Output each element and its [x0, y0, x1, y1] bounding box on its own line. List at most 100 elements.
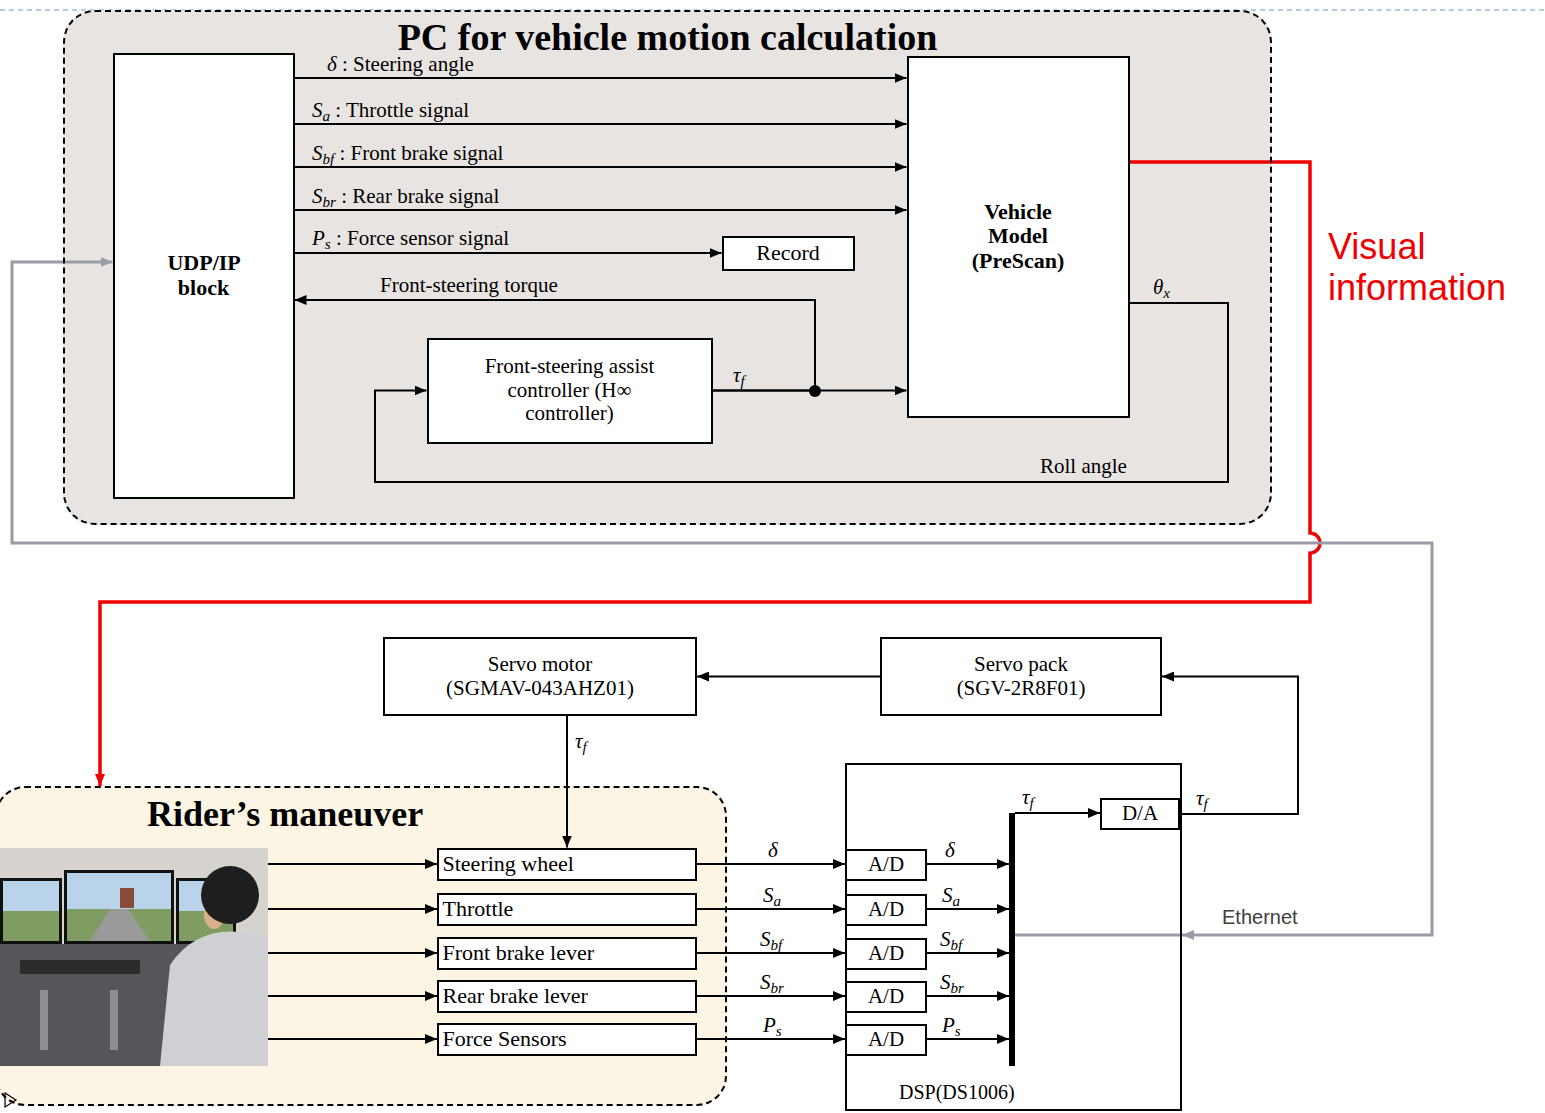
ad-converter: A/D [845, 894, 927, 926]
box-label: Record [756, 241, 820, 266]
slide-bullet [5, 1093, 16, 1107]
input-device-box: Throttle [437, 893, 697, 926]
text-word: Steering [443, 851, 516, 876]
box-label: Front brake lever [443, 941, 595, 966]
ad-converter: A/D [845, 938, 927, 970]
signal-label: τf [575, 730, 587, 756]
signal-arrow [295, 77, 907, 79]
text-word: Servo [488, 652, 537, 676]
text-word: controller) [525, 401, 614, 425]
text-space [493, 1026, 499, 1051]
symbol-subscript: a [953, 893, 961, 909]
symbol: P [312, 226, 325, 250]
symbol: τ [1196, 786, 1204, 810]
symbol: S [763, 883, 774, 907]
symbol-subscript: a [323, 108, 331, 124]
signal-wire [268, 1038, 437, 1040]
text-word: Model [988, 223, 1048, 248]
signal-wire [268, 863, 437, 865]
text-word: DSP(DS1006) [899, 1081, 1015, 1103]
symbol: τ [1022, 785, 1030, 809]
region-fill [0, 786, 727, 1106]
symbol: τ [733, 363, 741, 387]
text-word: A/D [868, 984, 904, 1008]
symbol: τ [575, 729, 583, 753]
signal-label: Sbr [760, 971, 784, 997]
signal-label: δ [945, 839, 955, 862]
signal-wire [927, 995, 1009, 997]
da-converter: D/A [1100, 798, 1180, 830]
symbol-subscript: s [955, 1023, 961, 1039]
signal-label: Sbr : Rear brake signal [312, 185, 499, 211]
text-word: UDP/IP [167, 250, 239, 275]
symbol-subscript: a [774, 893, 782, 909]
pc-region: PC for vehicle motion calculationUDP/IP … [63, 10, 1272, 525]
symbol: S [312, 98, 323, 122]
text-space [751, 16, 761, 58]
symbol-subscript: f [1030, 795, 1034, 811]
signal-label: τf [1196, 787, 1208, 813]
text-word: maneuver [269, 794, 423, 834]
signal-label: Sbf [760, 928, 782, 954]
input-device-box: Force Sensors [437, 1023, 697, 1056]
rider-photo [0, 848, 268, 1066]
symbol-subscript: s [776, 1023, 782, 1039]
text-word: block [178, 275, 229, 300]
symbol: S [760, 927, 771, 951]
box-label: A/D [868, 898, 904, 922]
box-label: Servo motor (SGMAV-043AHZ01) [438, 653, 643, 700]
text-word: brake [490, 983, 539, 1008]
box-label: Force Sensors [443, 1027, 567, 1052]
symbol-subscript: bf [323, 151, 335, 167]
box-label: Front-steering assist controller (H∞ con… [481, 355, 659, 426]
symbol: δ [945, 838, 955, 862]
signal-arrow [295, 252, 722, 254]
signal-label: Sbr [940, 971, 964, 997]
signal-label: θx [1153, 276, 1170, 302]
text-word: pack [1028, 652, 1068, 676]
symbol: P [763, 1013, 776, 1037]
box-label: A/D [868, 985, 904, 1009]
text-word: (SGMAV-043AHZ01) [446, 676, 634, 700]
text-word: A/D [868, 941, 904, 965]
signal-arrow [697, 863, 846, 865]
text-word: controller [507, 378, 589, 402]
vehicle-model-box: Vehicle Model (PreScan) [907, 56, 1130, 418]
input-device-box: Steering wheel [437, 848, 697, 881]
text-word: calculation [760, 16, 937, 58]
symbol: S [942, 883, 953, 907]
signal-arrow [697, 1038, 846, 1040]
text-word: D/A [1122, 801, 1158, 825]
symbol-subscript: x [1163, 285, 1170, 301]
signal-label: Sa : Throttle signal [312, 99, 469, 125]
signal-wire [268, 952, 437, 954]
signal-wire [927, 863, 1009, 865]
box-label: D/A [1122, 802, 1158, 826]
symbol: P [942, 1013, 955, 1037]
signal-label: Sa [942, 884, 960, 910]
signal-arrow [295, 166, 907, 168]
symbol-subscript: bf [771, 937, 783, 953]
region-fill [63, 10, 1272, 525]
text-word: (PreScan) [972, 248, 1064, 273]
text-space [260, 794, 269, 834]
text-word: motor [542, 652, 592, 676]
symbol: S [940, 927, 951, 951]
text-word: Servo [974, 652, 1023, 676]
symbol-subscript: br [323, 194, 336, 210]
box-label: Throttle [443, 897, 514, 922]
group-heading: DSP(DS1006) [899, 1081, 1015, 1103]
servo-motor-box: Servo motor (SGMAV-043AHZ01) [383, 637, 697, 716]
rider-region: Rider’s maneuverSteering wheelThrottleFr… [0, 786, 727, 1106]
symbol-description: : Front brake signal [334, 141, 503, 165]
text-word: wheel [521, 851, 574, 876]
text-space [538, 983, 544, 1008]
signal-label: τf [733, 364, 745, 390]
controller-box: Front-steering assist controller (H∞ con… [427, 338, 713, 444]
symbol: S [312, 141, 323, 165]
text-space [627, 16, 637, 58]
text-word: for [458, 16, 506, 58]
text-word: vehicle [515, 16, 627, 58]
